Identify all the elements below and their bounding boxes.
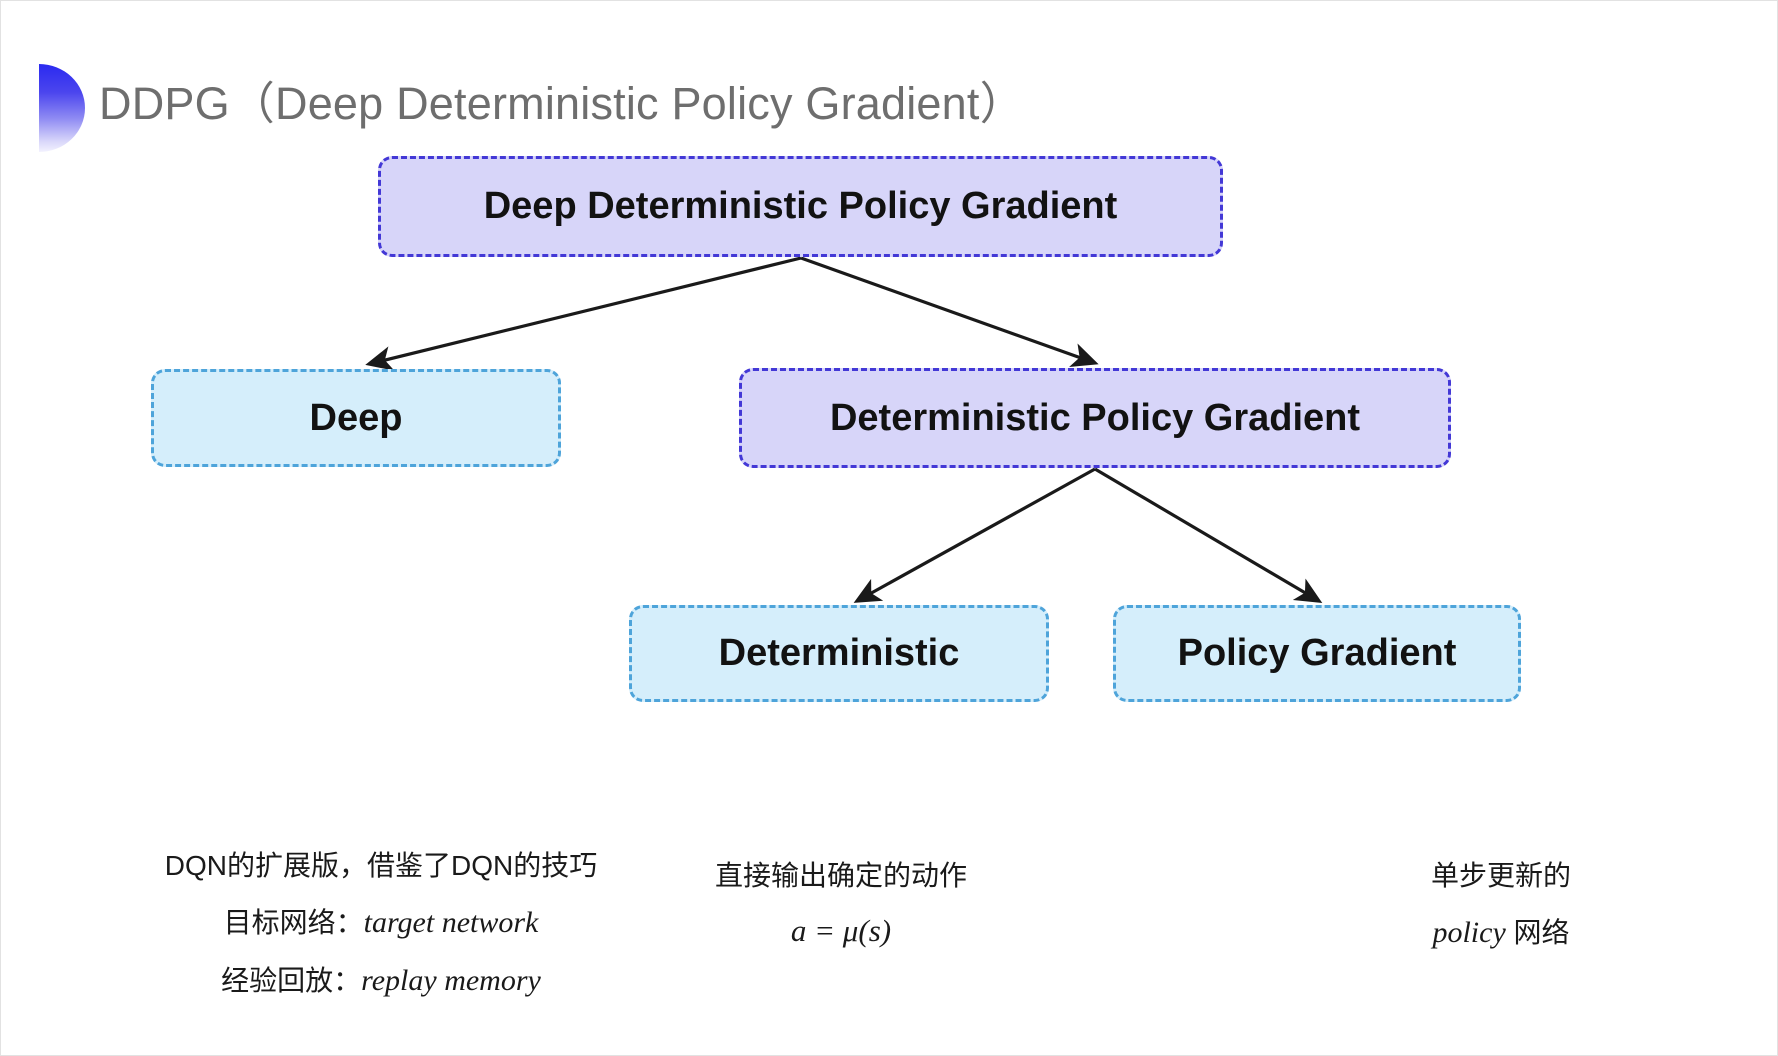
node-label: Deep Deterministic Policy Gradient — [483, 185, 1118, 227]
node-label: Deterministic Policy Gradient — [829, 396, 1361, 439]
caption-deterministic-line1: 直接输出确定的动作 — [714, 860, 967, 891]
caption-policy-gradient-line2: policy 网络 — [1331, 904, 1671, 963]
caption-deep-line1: DQN的扩展版，借鉴了DQN的技巧 — [164, 850, 598, 881]
edge-dpg-to-deterministic — [853, 467, 1096, 603]
title-bullet-semicircle-icon — [39, 64, 85, 152]
caption-deep: DQN的扩展版，借鉴了DQN的技巧 目标网络：target network 经验… — [101, 839, 661, 1011]
edge-root-to-deep — [365, 256, 802, 371]
node-label: Policy Gradient — [1177, 632, 1457, 674]
caption-deep-line2-value: target network — [363, 905, 539, 939]
page-title: DDPG（Deep Deterministic Policy Gradient） — [99, 78, 1025, 129]
edge-dpg-to-policy-gradient — [1094, 467, 1323, 603]
caption-deep-line2-label: 目标网络： — [223, 906, 364, 938]
caption-deterministic: 直接输出确定的动作 a = μ(s) — [661, 849, 1021, 958]
node-deep[interactable]: Deep — [151, 369, 561, 467]
node-label: Deep — [309, 396, 403, 439]
node-label: Deterministic — [718, 632, 960, 674]
caption-policy-gradient: 单步更新的 policy 网络 — [1331, 849, 1671, 962]
caption-policy-gradient-line2-suffix: 网络 — [1505, 916, 1570, 948]
caption-deep-line3-value: replay memory — [361, 964, 541, 998]
caption-deep-line3: 经验回放：replay memory — [101, 952, 661, 1011]
node-deep-deterministic-policy-gradient[interactable]: Deep Deterministic Policy Gradient — [378, 156, 1223, 257]
edge-root-to-dpg — [800, 256, 1099, 368]
slide-title-row: DDPG（Deep Deterministic Policy Gradient） — [1, 56, 1777, 156]
caption-deep-line3-label: 经验回放： — [221, 965, 362, 997]
caption-deterministic-formula: a = μ(s) — [790, 912, 892, 948]
node-deterministic-policy-gradient[interactable]: Deterministic Policy Gradient — [739, 368, 1451, 468]
caption-deep-line2: 目标网络：target network — [101, 894, 661, 953]
caption-policy-gradient-line2-value: policy — [1432, 915, 1506, 949]
node-deterministic[interactable]: Deterministic — [629, 605, 1049, 702]
node-policy-gradient[interactable]: Policy Gradient — [1113, 605, 1521, 702]
caption-policy-gradient-line1: 单步更新的 — [1430, 860, 1571, 891]
